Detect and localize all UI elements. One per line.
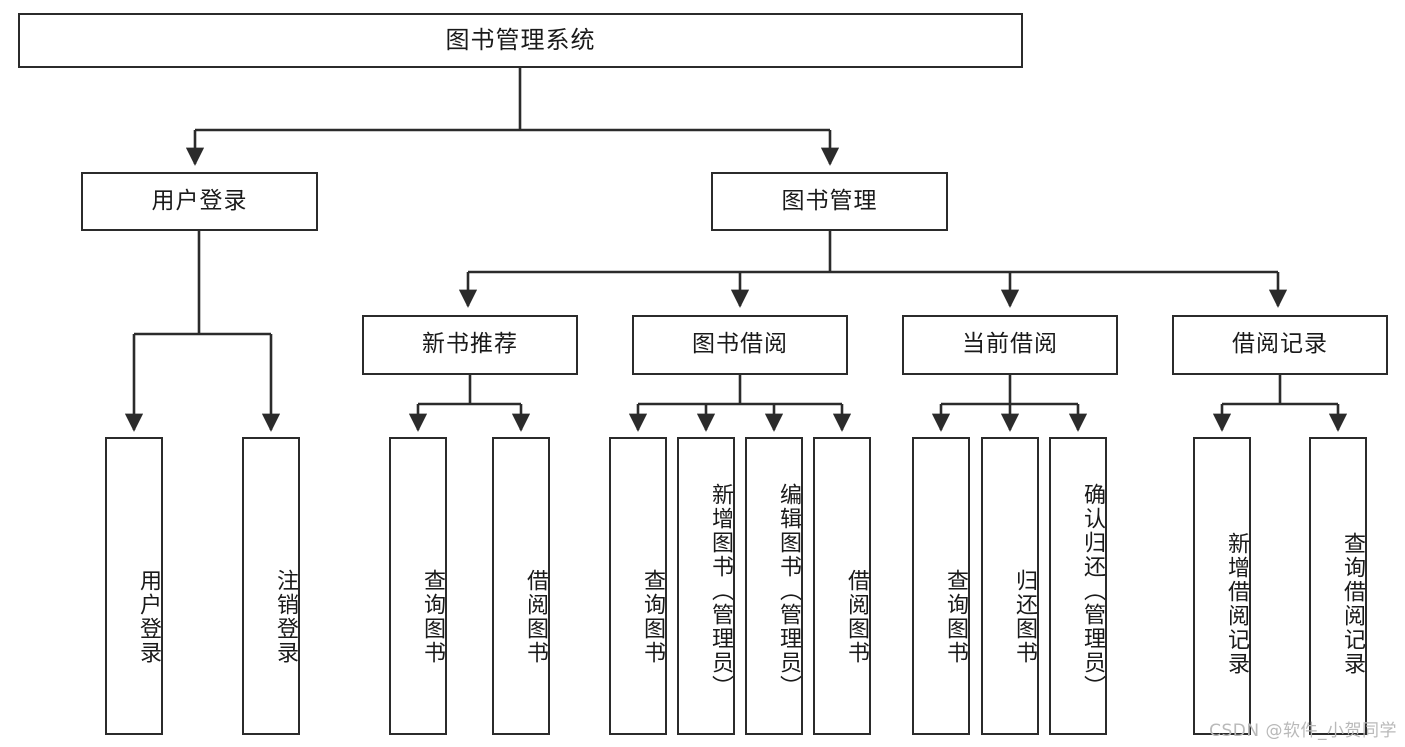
leaf-borrow-book[interactable]: 借阅图书 bbox=[813, 437, 871, 735]
csdn-watermark: CSDN @软件_小贺同学 bbox=[1209, 721, 1397, 741]
leaf-edit-book-admin[interactable]: 编辑图书（管理员） bbox=[745, 437, 803, 735]
node-borrow-record[interactable]: 借阅记录 bbox=[1172, 315, 1388, 375]
leaf-confirm-return-admin[interactable]: 确认归还（管理员） bbox=[1049, 437, 1107, 735]
node-user-login[interactable]: 用户登录 bbox=[81, 172, 318, 231]
node-root-system[interactable]: 图书管理系统 bbox=[18, 13, 1023, 68]
leaf-query-book-borrow[interactable]: 查询图书 bbox=[609, 437, 667, 735]
leaf-return-book[interactable]: 归还图书 bbox=[981, 437, 1039, 735]
leaf-query-book-current[interactable]: 查询图书 bbox=[912, 437, 970, 735]
node-current-borrow[interactable]: 当前借阅 bbox=[902, 315, 1118, 375]
leaf-query-borrow-record[interactable]: 查询借阅记录 bbox=[1309, 437, 1367, 735]
node-book-borrow[interactable]: 图书借阅 bbox=[632, 315, 848, 375]
leaf-add-borrow-record[interactable]: 新增借阅记录 bbox=[1193, 437, 1251, 735]
node-book-management[interactable]: 图书管理 bbox=[711, 172, 948, 231]
leaf-logout-login[interactable]: 注销登录 bbox=[242, 437, 300, 735]
leaf-query-book-recommend[interactable]: 查询图书 bbox=[389, 437, 447, 735]
leaf-add-book-admin[interactable]: 新增图书（管理员） bbox=[677, 437, 735, 735]
leaf-user-login[interactable]: 用户登录 bbox=[105, 437, 163, 735]
leaf-borrow-book-recommend[interactable]: 借阅图书 bbox=[492, 437, 550, 735]
node-new-book-recommend[interactable]: 新书推荐 bbox=[362, 315, 578, 375]
